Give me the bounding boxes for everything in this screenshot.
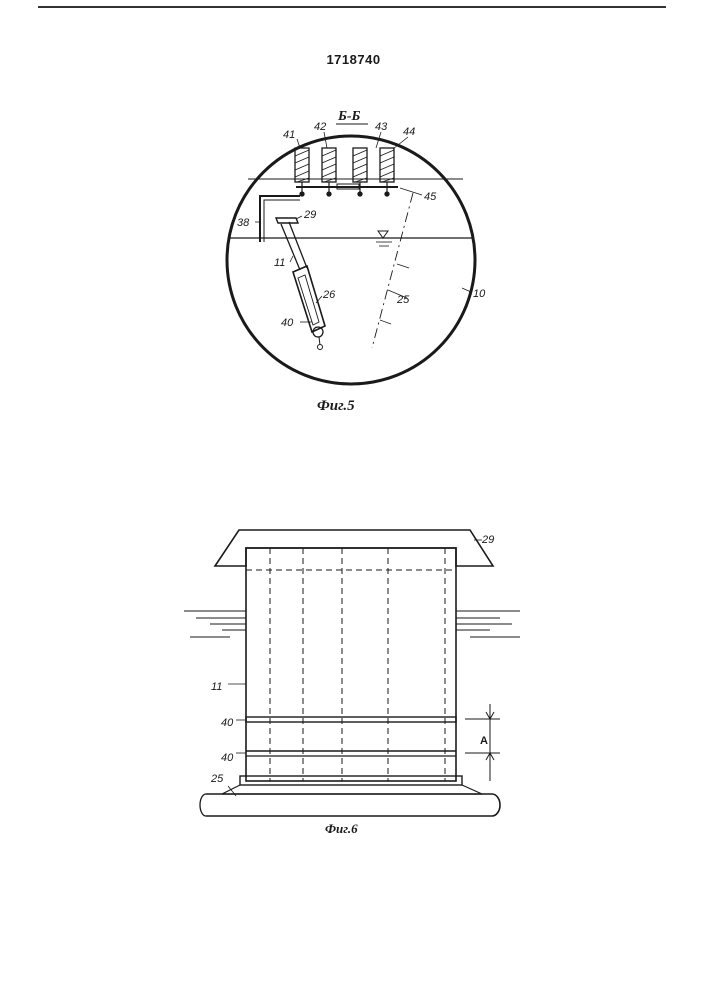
label-40-upper: 40 [221, 717, 234, 729]
label-29-fig6: 29 [481, 534, 494, 546]
caption-fig5: Фиг.5 [317, 398, 355, 414]
label-41: 41 [283, 129, 295, 141]
center-line-25 [372, 193, 413, 348]
float-body [246, 548, 456, 781]
label-45: 45 [424, 191, 437, 203]
pipe-25 [206, 794, 500, 816]
label-26: 26 [322, 289, 336, 301]
label-38: 38 [237, 217, 250, 229]
water-level-marker [378, 231, 388, 238]
label-44: 44 [403, 126, 415, 138]
section-label: Б-Б [337, 109, 361, 124]
label-43: 43 [375, 121, 388, 133]
label-42: 42 [314, 121, 326, 133]
tank-shell [227, 136, 475, 384]
figure-6 [184, 530, 520, 816]
label-25-fig6: 25 [210, 773, 224, 785]
caption-fig6: Фиг.6 [325, 821, 358, 836]
band-40-upper [246, 717, 456, 722]
label-11: 11 [274, 257, 285, 269]
label-10: 10 [473, 288, 486, 300]
label-29: 29 [303, 209, 316, 221]
water-lines-right [456, 611, 520, 637]
figure-5 [227, 132, 475, 384]
label-40: 40 [281, 317, 294, 329]
label-a: A [480, 735, 488, 747]
water-lines-left [184, 611, 246, 637]
label-25: 25 [396, 294, 410, 306]
label-40-lower: 40 [221, 752, 234, 764]
label-11-fig6: 11 [211, 681, 222, 693]
